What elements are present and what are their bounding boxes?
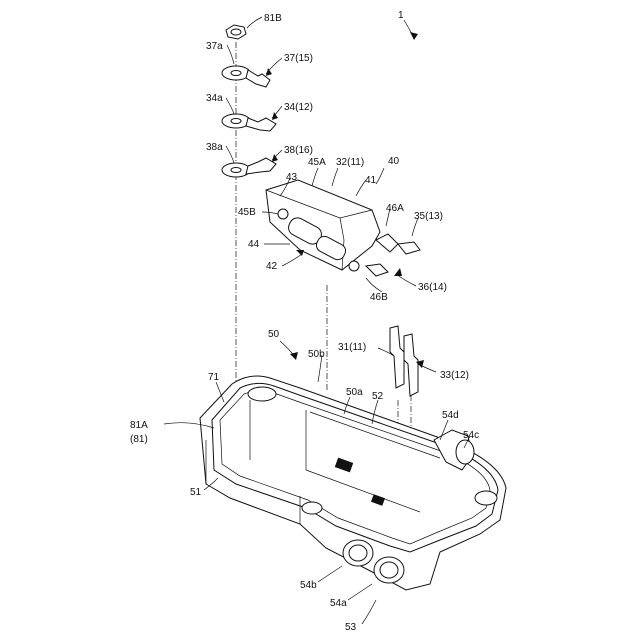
- label-37a: 37a: [206, 41, 223, 52]
- label-38-16: 38(16): [284, 145, 313, 156]
- terminal-37: [222, 66, 270, 87]
- label-40: 40: [388, 156, 400, 167]
- label-36-14: 36(14): [418, 282, 447, 293]
- label-71: 71: [208, 372, 220, 383]
- label-35-13: 35(13): [414, 211, 443, 222]
- label-50b: 50b: [308, 349, 325, 360]
- label-33-12: 33(12): [440, 370, 469, 381]
- label-41: 41: [365, 175, 377, 186]
- label-46b: 46B: [370, 292, 388, 303]
- label-81a: 81A: [130, 420, 148, 431]
- label-37-15: 37(15): [284, 53, 313, 64]
- label-42: 42: [266, 261, 278, 272]
- label-44: 44: [248, 239, 260, 250]
- label-32-11: 32(11): [336, 157, 364, 168]
- label-54a: 54a: [330, 598, 347, 609]
- label-81b: 81B: [264, 13, 282, 24]
- bus-bar-terminals: [390, 326, 418, 396]
- label-46a: 46A: [386, 203, 404, 214]
- label-43: 43: [286, 172, 298, 183]
- label-45b: 45B: [238, 207, 256, 218]
- label-54c: 54c: [463, 430, 479, 441]
- terminal-34: [222, 114, 276, 131]
- label-50: 50: [268, 329, 280, 340]
- fuse-assembly-40: [266, 180, 420, 276]
- label-34a: 34a: [206, 93, 223, 104]
- label-53: 53: [345, 622, 357, 633]
- terminal-38: [222, 158, 276, 177]
- label-31-11: 31(11): [338, 342, 366, 353]
- label-1: 1: [398, 10, 404, 21]
- label-52: 52: [372, 391, 384, 402]
- label-45a: 45A: [308, 157, 326, 168]
- label-51: 51: [190, 487, 202, 498]
- label-38a: 38a: [206, 142, 223, 153]
- label-50a: 50a: [346, 387, 363, 398]
- nut-81b: [226, 25, 246, 39]
- label-54d: 54d: [442, 410, 459, 421]
- label-81: (81): [130, 434, 148, 445]
- label-34-12: 34(12): [284, 102, 313, 113]
- label-54b: 54b: [300, 580, 317, 591]
